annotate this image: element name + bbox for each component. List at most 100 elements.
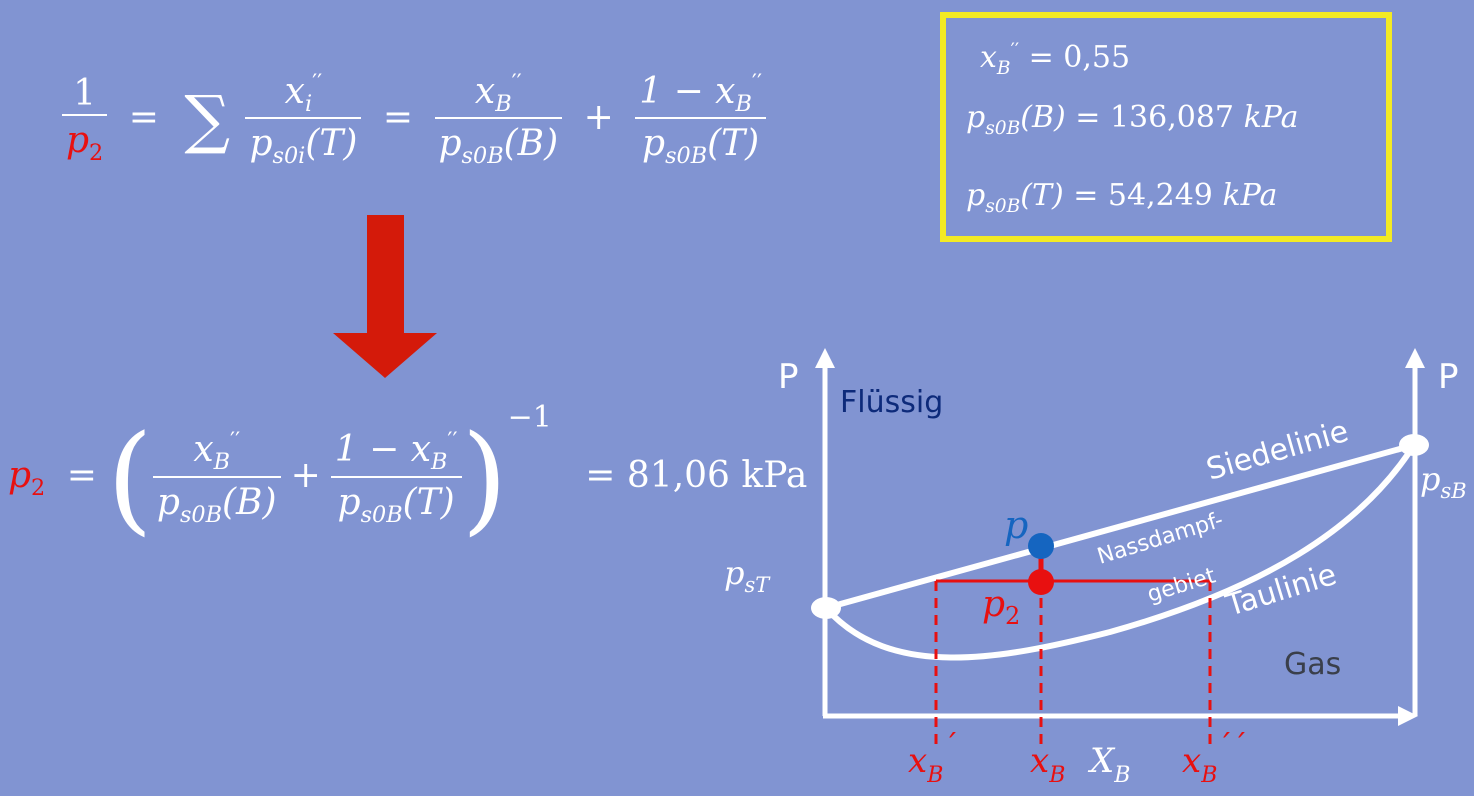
x-axis-label: XB: [1087, 741, 1130, 788]
r1-numerator: xB′′: [153, 428, 281, 475]
given-psT-sub: s0B: [985, 196, 1021, 217]
r1-den-arg: (B): [222, 481, 277, 523]
r1-num-symbol: x: [193, 429, 214, 471]
psT-label: psT: [724, 554, 771, 597]
t2-den-sub: s0B: [665, 143, 708, 170]
given-psT-value: = 54,249: [1073, 178, 1213, 213]
given-psT-arg: (T): [1020, 178, 1064, 213]
left-axis-arrow-icon: [815, 348, 835, 368]
sum-num-symbol: x: [284, 71, 305, 112]
given-x-symbol: x: [980, 40, 997, 75]
given-psT-unit: kPa: [1222, 178, 1278, 213]
given-psB-value: = 136,087: [1075, 100, 1235, 135]
t2-num-symbol: 1 − x: [639, 71, 736, 112]
p2-point: [1028, 569, 1054, 595]
r2-den-sub: s0B: [360, 501, 403, 528]
t1-num-sub: B: [495, 91, 512, 118]
given-psB-unit: kPa: [1243, 100, 1299, 135]
r1-den-sub: s0B: [179, 501, 223, 528]
sum-den-symbol: p: [249, 123, 273, 165]
r2-num-sup: ′′: [447, 428, 458, 455]
lhs-den-sub: 2: [89, 140, 104, 167]
equals-sign-2: =: [382, 96, 414, 138]
given-x-sub: B: [996, 58, 1011, 79]
sum-numerator: xi′′: [245, 70, 361, 117]
given-psB: ps0B(B) = 136,087 kPa: [966, 100, 1298, 139]
fraction-result-term-1: xB′′ ps0B(B): [152, 428, 281, 528]
plus-sign-2: +: [290, 455, 321, 496]
psT-point: [811, 597, 841, 619]
result-value: = 81,06 kPa: [585, 455, 808, 496]
bottom-axis-arrow-icon: [1398, 706, 1418, 726]
tick-x-liquid: xB´: [908, 729, 958, 788]
equals-sign-3: =: [66, 455, 97, 496]
t2-num-sup: ′′: [751, 70, 763, 96]
r2-num-sub: B: [431, 449, 448, 476]
equation-result: p2 =( xB′′ ps0B(B) + 1 − xB′′ ps0B(T) )−…: [8, 400, 807, 537]
given-psT: ps0B(T) = 54,249 kPa: [966, 178, 1277, 217]
r2-numerator: 1 − xB′′: [331, 428, 462, 475]
phase-diagram: P P Flüssig Gas Siedelinie Taulinie Nass…: [724, 348, 1467, 788]
t2-num-sub: B: [735, 91, 752, 118]
lhs-numerator: 1: [73, 73, 97, 115]
left-axis-label: P: [778, 357, 799, 397]
t2-den-symbol: p: [642, 123, 666, 165]
lhs-den-symbol: p: [66, 120, 90, 162]
sum-den-arg: (T): [305, 123, 358, 165]
p-label: p: [1004, 503, 1028, 547]
sum-num-sup: ′′: [312, 70, 323, 96]
term1-numerator: xB′′: [435, 70, 563, 117]
sum-symbol: ∑: [184, 82, 231, 157]
term1-denominator: ps0B(B): [434, 117, 563, 169]
p2-label: p2: [982, 584, 1020, 630]
t2-den-arg: (T): [707, 123, 760, 165]
bubble-line: [825, 442, 1415, 611]
fraction-term-2: 1 − xB′′ ps0B(T): [635, 70, 767, 170]
exponent: −1: [507, 400, 552, 435]
r2-den-arg: (T): [402, 481, 455, 523]
r2-num-symbol: 1 − x: [334, 429, 431, 471]
given-x-value: = 0,55: [1028, 40, 1131, 75]
t1-num-symbol: x: [474, 71, 496, 112]
given-psB-symbol: p: [966, 100, 986, 135]
region-liquid-label: Flüssig: [840, 385, 943, 420]
left-paren: (: [106, 409, 153, 547]
sum-num-sub: i: [304, 91, 313, 118]
fraction-sum-term: xi′′ ps0i(T): [245, 70, 362, 169]
r1-num-sup: ′′: [230, 428, 241, 455]
result-lhs-symbol: p: [8, 455, 32, 496]
r2-den-symbol: p: [337, 481, 361, 523]
equation-sum: 1 p2 = ∑ xi′′ ps0i(T) = xB′′ ps0B(B) + 1…: [62, 70, 767, 170]
term2-denominator: ps0B(T): [635, 117, 767, 170]
given-psT-symbol: p: [966, 178, 986, 213]
tick-x-gas: xB´´: [1182, 729, 1247, 788]
right-paren: ): [461, 409, 508, 547]
p-point: [1028, 533, 1054, 559]
fraction-term-1: xB′′ ps0B(B): [434, 70, 563, 169]
right-axis-label: P: [1438, 357, 1459, 397]
region-gas-label: Gas: [1284, 647, 1341, 682]
lhs-denominator: p2: [62, 114, 108, 167]
r1-denominator: ps0B(B): [152, 475, 281, 528]
tick-x: xB: [1030, 741, 1065, 788]
result-lhs: p2: [8, 455, 45, 501]
result-lhs-sub: 2: [31, 475, 46, 502]
right-axis-arrow-icon: [1405, 348, 1425, 368]
given-psB-sub: s0B: [985, 118, 1021, 139]
bubble-line-label: Siedelinie: [1203, 414, 1353, 488]
fraction-lhs: 1 p2: [62, 73, 108, 167]
given-psB-arg: (B): [1020, 100, 1066, 135]
t1-num-sup: ′′: [511, 70, 522, 96]
r1-num-sub: B: [213, 449, 231, 476]
given-x-sup: ′′: [1010, 40, 1020, 61]
plus-sign: +: [583, 96, 614, 138]
t1-den-arg: (B): [503, 123, 559, 165]
psB-point: [1399, 434, 1429, 456]
sum-denominator: ps0i(T): [245, 117, 362, 169]
fraction-result-term-2: 1 − xB′′ ps0B(T): [330, 428, 462, 528]
t1-den-symbol: p: [438, 123, 462, 165]
r2-denominator: ps0B(T): [330, 475, 462, 528]
r1-den-symbol: p: [156, 481, 180, 523]
term2-numerator: 1 − xB′′: [635, 70, 766, 117]
dew-line: [823, 443, 1417, 661]
